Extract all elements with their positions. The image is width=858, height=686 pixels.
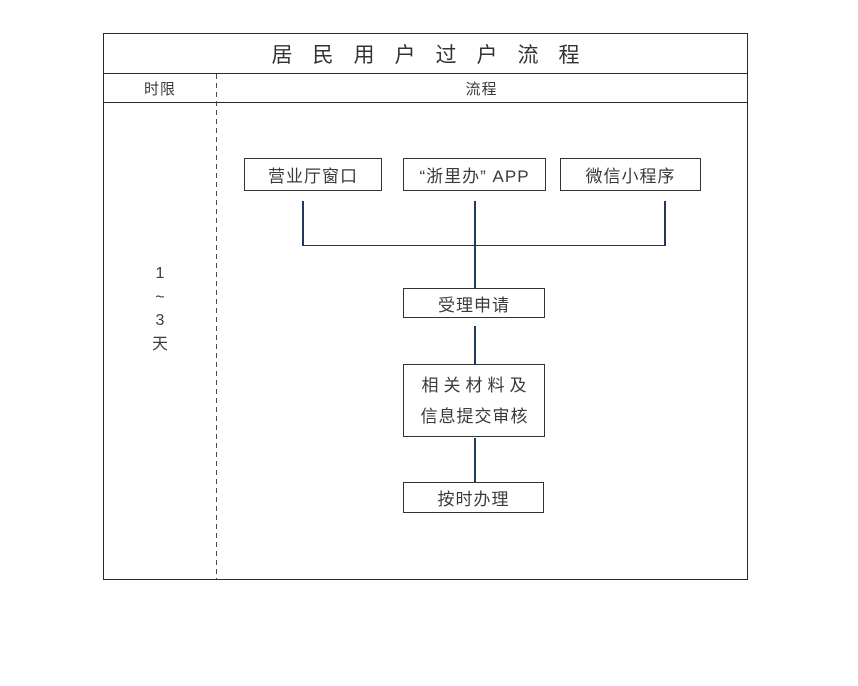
node-accept-application-label: 受理申请	[438, 295, 510, 315]
node-accept-application: 受理申请	[403, 288, 545, 318]
node-zheliban-app: “浙里办” APP	[403, 158, 546, 191]
time-limit-line-3: 3	[155, 312, 165, 329]
node-materials-review-line2: 信息提交审核	[420, 406, 529, 426]
title-row: 居民用户过户流程	[104, 34, 747, 74]
column-divider-dashed	[216, 74, 217, 579]
time-limit-line-tilde: ~	[155, 288, 165, 306]
page-title: 居民用户过户流程	[271, 43, 600, 67]
node-materials-review-line1: 相关材料及	[421, 375, 532, 395]
flowchart-frame: 居民用户过户流程 时限 流程 1 ~ 3 天 营业厅窗口 “浙里办” APP 微…	[103, 33, 748, 580]
connector-business-hall-drop	[302, 201, 304, 246]
header-flow: 流程	[465, 80, 498, 98]
node-process-on-time-label: 按时办理	[437, 490, 510, 509]
time-limit-label: 1 ~ 3 天	[104, 262, 216, 356]
node-process-on-time: 按时办理	[403, 482, 544, 513]
connector-merge-horizontal	[302, 244, 666, 246]
node-wechat-miniprogram-label: 微信小程序	[585, 167, 676, 186]
node-materials-review: 相关材料及 信息提交审核	[403, 364, 545, 437]
flowchart-frame-inner: 居民用户过户流程 时限 流程 1 ~ 3 天 营业厅窗口 “浙里办” APP 微…	[104, 34, 747, 579]
connector-miniprogram-drop	[664, 201, 666, 246]
node-business-hall-window: 营业厅窗口	[244, 158, 382, 191]
connector-accept-to-review	[474, 326, 476, 364]
time-limit-line-1: 1	[155, 265, 165, 282]
header-row: 时限 流程	[104, 74, 747, 103]
node-business-hall-window-label: 营业厅窗口	[268, 167, 358, 186]
time-limit-line-day: 天	[151, 335, 168, 353]
node-wechat-miniprogram: 微信小程序	[560, 158, 701, 191]
header-time-limit: 时限	[143, 80, 176, 98]
node-zheliban-app-label: “浙里办” APP	[419, 167, 530, 186]
connector-review-to-process	[474, 438, 476, 482]
